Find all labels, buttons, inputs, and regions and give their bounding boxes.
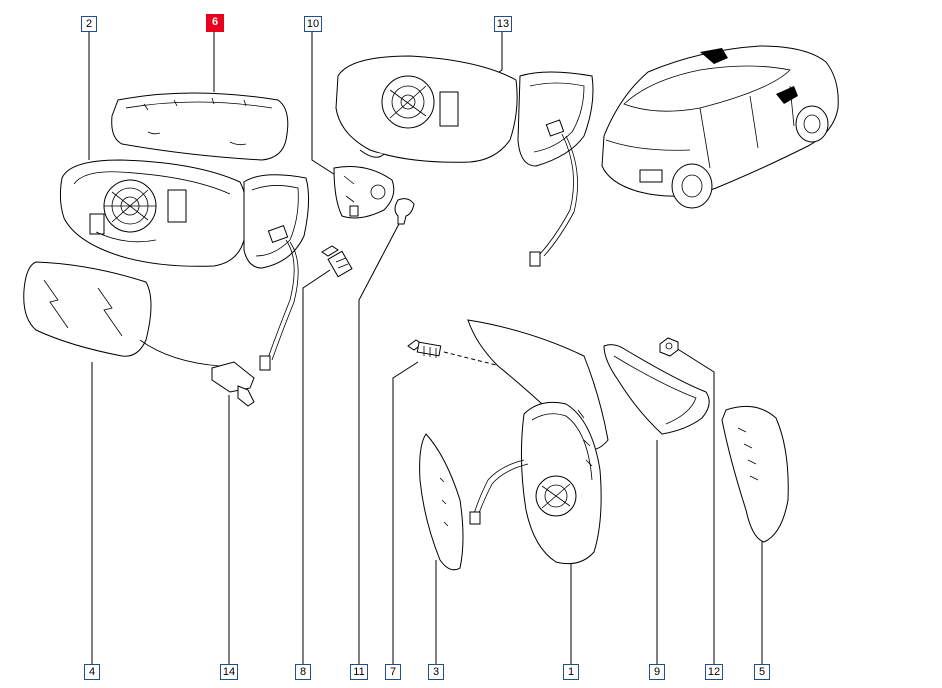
mirror-housing-left [59, 159, 247, 267]
callout-4: 4 [84, 664, 100, 680]
mirror-assembly-complete [467, 319, 609, 565]
car-illustration [601, 45, 839, 209]
bolt-7-path [443, 351, 501, 367]
heater-connector [211, 361, 255, 407]
leader-lines [88, 32, 763, 664]
mounting-plate [333, 166, 395, 219]
callout-12: 12 [705, 664, 723, 680]
clip-12 [659, 337, 679, 357]
bolt-7 [407, 339, 442, 358]
callout-11: 11 [350, 664, 368, 680]
mirror-assembly-rear-view [335, 55, 518, 163]
mirror-base-bracket [243, 174, 310, 371]
mirror-cover-shell [111, 92, 289, 161]
mirror-glass [23, 261, 221, 367]
callout-10: 10 [304, 16, 322, 32]
callout-6: 6 [206, 14, 224, 32]
mirror-glass-lower [419, 433, 464, 571]
bolt-8 [321, 245, 353, 278]
callout-8: 8 [295, 664, 311, 680]
callout-2: 2 [81, 16, 97, 32]
callout-13: 13 [494, 16, 512, 32]
callout-1: 1 [563, 664, 579, 680]
base-bracket-upper [517, 71, 594, 267]
callout-14: 14 [220, 664, 238, 680]
callout-9: 9 [649, 664, 665, 680]
callout-7: 7 [385, 664, 401, 680]
callout-3: 3 [428, 664, 444, 680]
callout-5: 5 [754, 664, 770, 680]
triangular-trim [603, 344, 710, 435]
indicator-lens [721, 405, 789, 543]
clip-11 [394, 198, 415, 225]
